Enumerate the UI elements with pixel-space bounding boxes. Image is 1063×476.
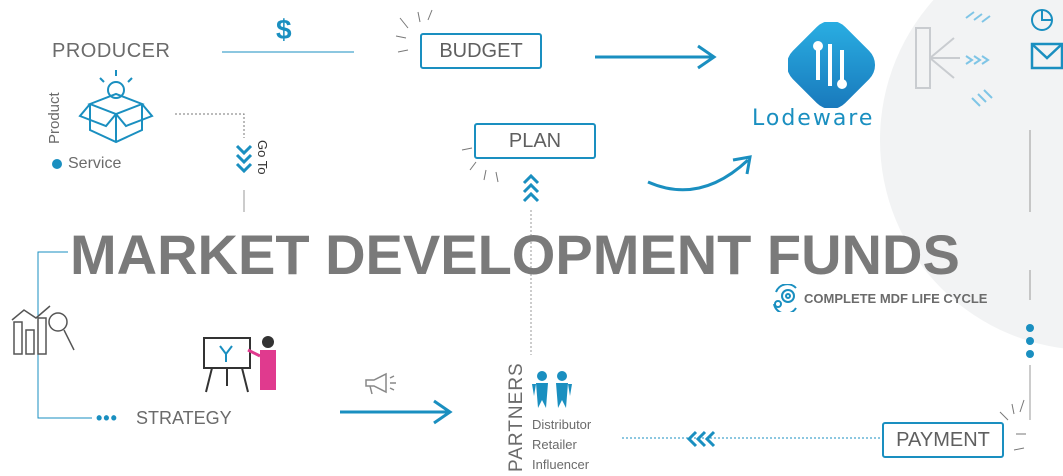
mail-icon xyxy=(1030,42,1063,70)
logo-icon xyxy=(788,22,876,108)
lifecycle-gear-icon xyxy=(773,284,797,312)
presentation-icon xyxy=(203,336,276,393)
budget-burst xyxy=(395,9,433,53)
goto-connector xyxy=(175,113,245,138)
partner-distributor: Distributor xyxy=(532,417,592,432)
page-title: MARKET DEVELOPMENT FUNDS xyxy=(70,223,960,286)
lifecycle-subtitle: COMPLETE MDF LIFE CYCLE xyxy=(804,291,988,306)
plan-box: PLAN xyxy=(474,123,596,159)
budget-arrowhead xyxy=(697,44,717,70)
partner-retailer: Retailer xyxy=(532,437,577,452)
budget-box: BUDGET xyxy=(420,33,542,69)
plan-arrow xyxy=(647,158,750,192)
product-label: Product xyxy=(46,92,63,144)
payment-box: PAYMENT xyxy=(882,422,1004,458)
partner-influencer: Influencer xyxy=(532,457,590,472)
chevrons-down-icon xyxy=(235,144,253,174)
plan-burst xyxy=(461,147,499,183)
goto-label: Go To xyxy=(255,140,270,175)
strategy-arrowhead xyxy=(433,399,453,425)
plan-arrowhead xyxy=(732,155,752,175)
service-bullet-icon xyxy=(52,159,62,169)
partners-label: PARTNERS xyxy=(506,362,527,472)
dollar-icon: $ xyxy=(276,14,292,45)
product-box-icon xyxy=(78,70,154,144)
dots-vertical-icon xyxy=(1026,324,1034,358)
megaphone-icon xyxy=(365,372,396,395)
strategy-dots-icon: ••• xyxy=(96,408,118,428)
chevrons-up-icon xyxy=(522,173,540,203)
strategy-label: STRATEGY xyxy=(136,408,232,428)
service-label: Service xyxy=(68,155,122,172)
chevrons-left-icon xyxy=(686,430,716,448)
flow-arrows-icon xyxy=(915,11,993,107)
producer-label: PRODUCER xyxy=(52,40,171,62)
payment-burst xyxy=(999,399,1026,451)
pie-chart-icon xyxy=(1030,9,1063,70)
partners-people-icon xyxy=(532,371,572,408)
analytics-icon xyxy=(11,305,75,355)
brand-name: Lodeware xyxy=(752,106,875,131)
